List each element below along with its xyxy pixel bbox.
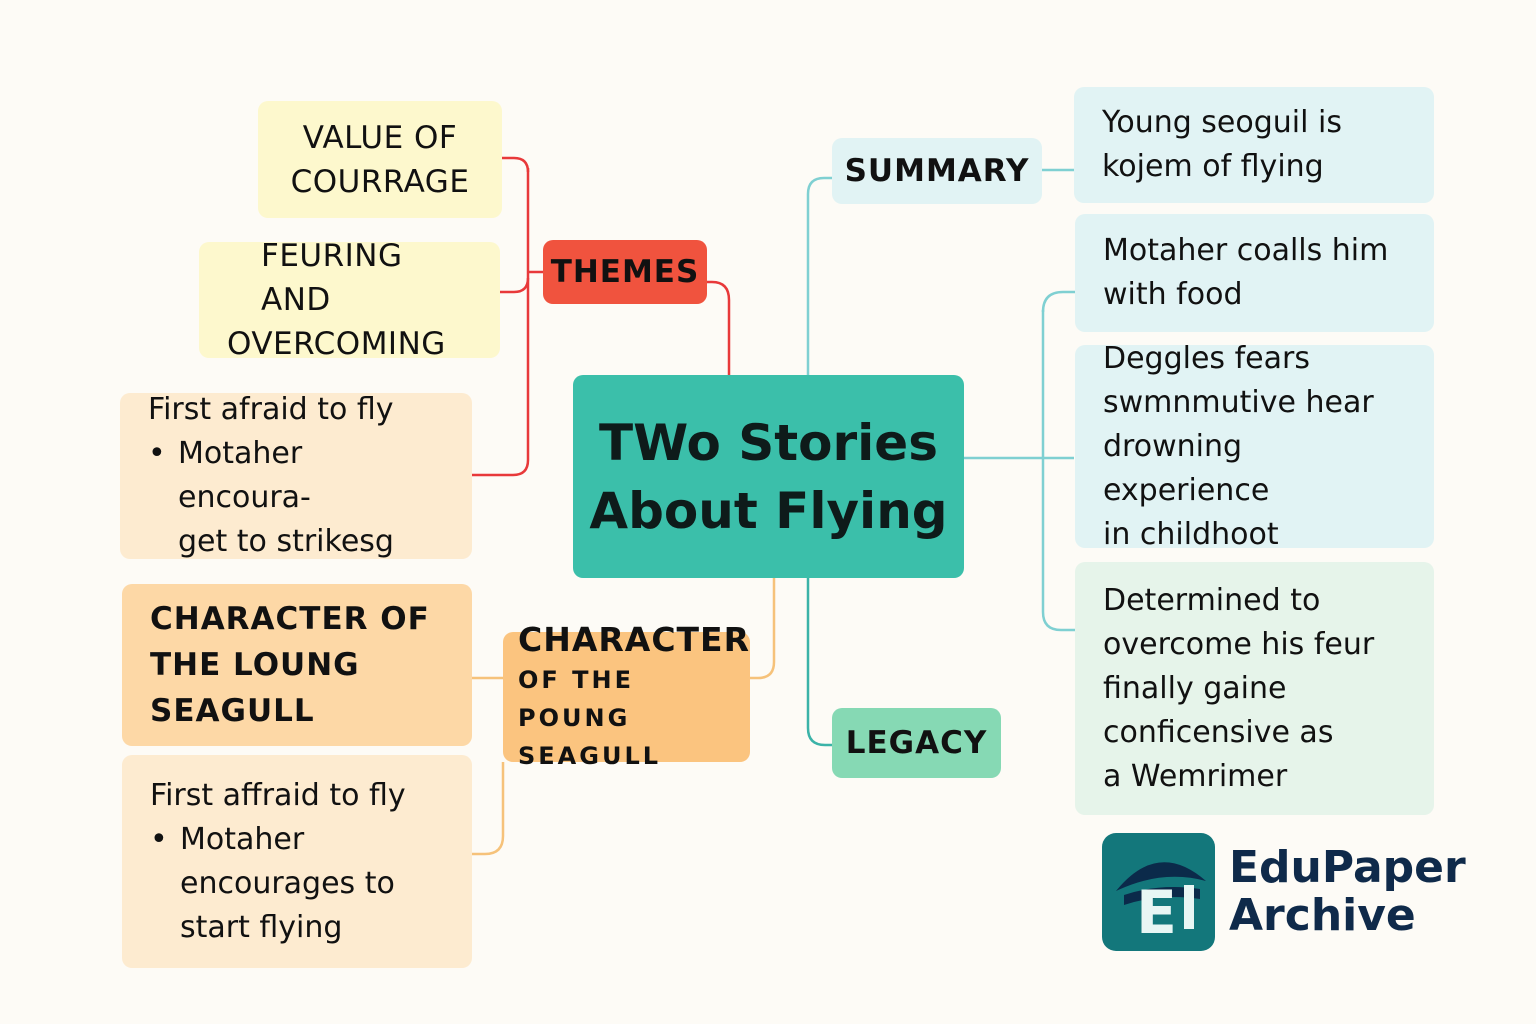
leaf-text-line: start flying xyxy=(180,909,343,945)
connector-central-character xyxy=(750,578,776,680)
leaf-text-line: FEURING AND xyxy=(261,238,403,318)
leaf-character-title[interactable]: CHARACTER OF THE LOUNG SEAGULL xyxy=(122,584,472,746)
central-title-line1: TWo Stories xyxy=(599,413,938,472)
leaf-text-line: drowning experience xyxy=(1103,428,1270,508)
leaf-deggles-fears[interactable]: Deggles fears swmnmutive hear drowning e… xyxy=(1075,341,1434,552)
branch-summary-label: SUMMARY xyxy=(844,153,1030,189)
leaf-first-afraid-character[interactable]: First affraid to fly • Motaher encourage… xyxy=(122,755,472,968)
leaf-text-line: Deggles fears xyxy=(1103,340,1310,376)
branch-character-line2: OF THE POUNG xyxy=(518,666,635,732)
bullet-dot-icon: • xyxy=(148,436,166,471)
central-title-line2: About Flying xyxy=(589,481,948,540)
leaf-text-line: encourages to xyxy=(180,865,395,901)
leaf-fearing-and-overcoming[interactable]: FEURING AND OVERCOMING xyxy=(199,238,500,362)
logo-wordmark: EduPaper Archive xyxy=(1229,844,1466,940)
leaf-value-of-courage[interactable]: VALUE OF COURRAGE xyxy=(258,101,502,218)
connector-central-summary xyxy=(806,176,832,375)
leaf-text-line: in childhoot xyxy=(1103,516,1279,552)
leaf-text-line: Motaher xyxy=(180,821,305,857)
leaf-text-line: VALUE OF xyxy=(302,119,458,156)
connector-central-legacy xyxy=(806,578,832,747)
leaf-text-line: Determined to xyxy=(1103,582,1321,618)
branch-themes[interactable]: THEMES xyxy=(543,240,707,304)
branch-themes-label: THEMES xyxy=(550,254,700,290)
graduation-cap-icon: E xyxy=(1102,833,1215,951)
logo-line2: Archive xyxy=(1229,890,1416,941)
leaf-text-line: kojem of flying xyxy=(1102,149,1324,184)
connector-themes-fearing xyxy=(500,277,530,294)
connector-summary-mother xyxy=(1041,290,1075,313)
leaf-text-line: THE LOUNG xyxy=(150,647,360,683)
leaf-first-afraid-themes[interactable]: First afraid to fly • Motaher encoura- g… xyxy=(120,392,472,559)
leaf-text-line: Motaher coalls him xyxy=(1103,233,1389,268)
branch-character-line3: SEAGULL xyxy=(518,742,662,770)
central-topic[interactable]: TWo Stories About Flying xyxy=(573,375,964,578)
leaf-text-line: swmnmutive hear xyxy=(1103,384,1374,420)
leaf-text-line: CHARACTER OF xyxy=(150,601,430,637)
bullet-item: • Motaher encoura- get to strikesg xyxy=(148,432,444,564)
leaf-text-line: COURRAGE xyxy=(290,163,470,200)
leaf-determined[interactable]: Determined to overcome his feur finally … xyxy=(1075,562,1434,815)
edupaper-logo: E EduPaper Archive xyxy=(1102,832,1466,952)
leaf-text-line: with food xyxy=(1103,277,1243,312)
leaf-text-line: a Wemrimer xyxy=(1103,758,1288,794)
connector-central-themes xyxy=(707,280,731,375)
leaf-text-line: conficensive as xyxy=(1103,714,1334,750)
connector-themes-courage xyxy=(502,156,530,173)
leaf-text-line: First afraid to fly xyxy=(148,392,394,427)
leaf-young-seagull[interactable]: Young seoguil is kojem of flying xyxy=(1074,87,1434,203)
bullet-dot-icon: • xyxy=(150,821,168,857)
leaf-mother-calls[interactable]: Motaher coalls him with food xyxy=(1075,214,1434,332)
connector-character-afraid xyxy=(472,762,505,856)
branch-legacy-label: LEGACY xyxy=(845,725,988,761)
connector-themes-trunk xyxy=(472,168,543,477)
logo-letter: E xyxy=(1136,878,1177,948)
leaf-text-line: finally gaine xyxy=(1103,670,1287,706)
leaf-text-line: overcome his feur xyxy=(1103,626,1375,662)
leaf-text-line: OVERCOMING xyxy=(227,326,446,362)
branch-character-line1: CHARACTER xyxy=(518,620,751,659)
leaf-text-line: get to strikesg xyxy=(178,524,394,559)
branch-character[interactable]: CHARACTER OF THE POUNG SEAGULL xyxy=(503,620,750,770)
bullet-item: • Motaher encourages to start flying xyxy=(150,818,444,950)
logo-line1: EduPaper xyxy=(1229,842,1466,893)
leaf-text-line: Young seoguil is xyxy=(1102,105,1342,140)
branch-summary[interactable]: SUMMARY xyxy=(832,138,1042,204)
leaf-text-line: Motaher encoura- xyxy=(178,436,311,515)
leaf-text-line: SEAGULL xyxy=(150,693,315,729)
leaf-text-line: First affraid to fly xyxy=(150,777,406,813)
logo-mark-graphic xyxy=(1116,862,1206,929)
branch-legacy[interactable]: LEGACY xyxy=(832,708,1001,778)
connector-summary-trunk xyxy=(964,310,1075,632)
